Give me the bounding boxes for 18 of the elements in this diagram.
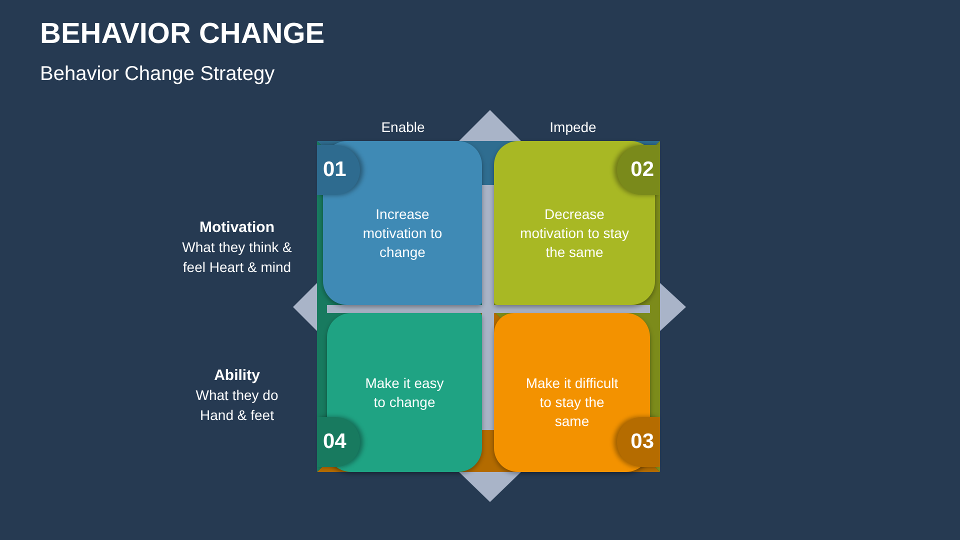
title: BEHAVIOR CHANGE — [40, 17, 325, 52]
card-text: Make it difficult to stay the same — [524, 374, 620, 431]
quadrant-card — [494, 141, 655, 305]
card-text: Increase motivation to change — [362, 205, 444, 262]
column-label: Impede — [548, 118, 598, 136]
row-description: What they think & feel Heart & mind — [181, 238, 293, 277]
row-heading: Motivation — [198, 218, 276, 237]
subtitle: Behavior Change Strategy — [40, 62, 275, 87]
step-number: 02 — [630, 158, 654, 182]
card-text: Decrease motivation to stay the same — [519, 205, 630, 262]
row-heading: Ability — [213, 366, 261, 385]
step-number: 01 — [323, 158, 346, 182]
step-number: 03 — [630, 430, 654, 454]
quadrant-card — [323, 141, 482, 305]
row-description: What they do Hand & feet — [194, 386, 280, 425]
card-text: Make it easy to change — [364, 374, 445, 412]
step-number: 04 — [323, 430, 346, 454]
column-label: Enable — [380, 118, 426, 136]
